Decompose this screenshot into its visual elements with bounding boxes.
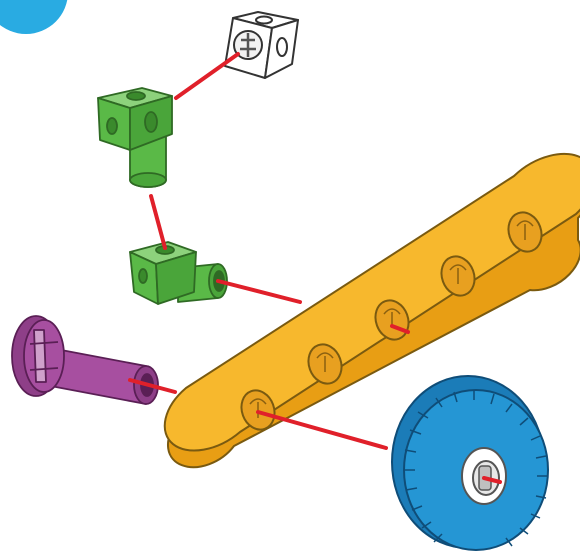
purple-axle-peg <box>12 316 158 404</box>
green-connector-angle-with-peg <box>130 242 227 304</box>
white-connector-cube <box>225 12 298 78</box>
connector-line-angle-to-beam <box>218 281 300 302</box>
green-connector-cube-with-peg <box>98 88 172 187</box>
connector-line-white-to-green <box>176 54 238 98</box>
blue-wheel <box>392 376 548 550</box>
connector-line-green-to-angle <box>151 196 165 248</box>
connector-line-beam-to-wheel <box>258 412 386 448</box>
step-badge <box>0 0 68 34</box>
